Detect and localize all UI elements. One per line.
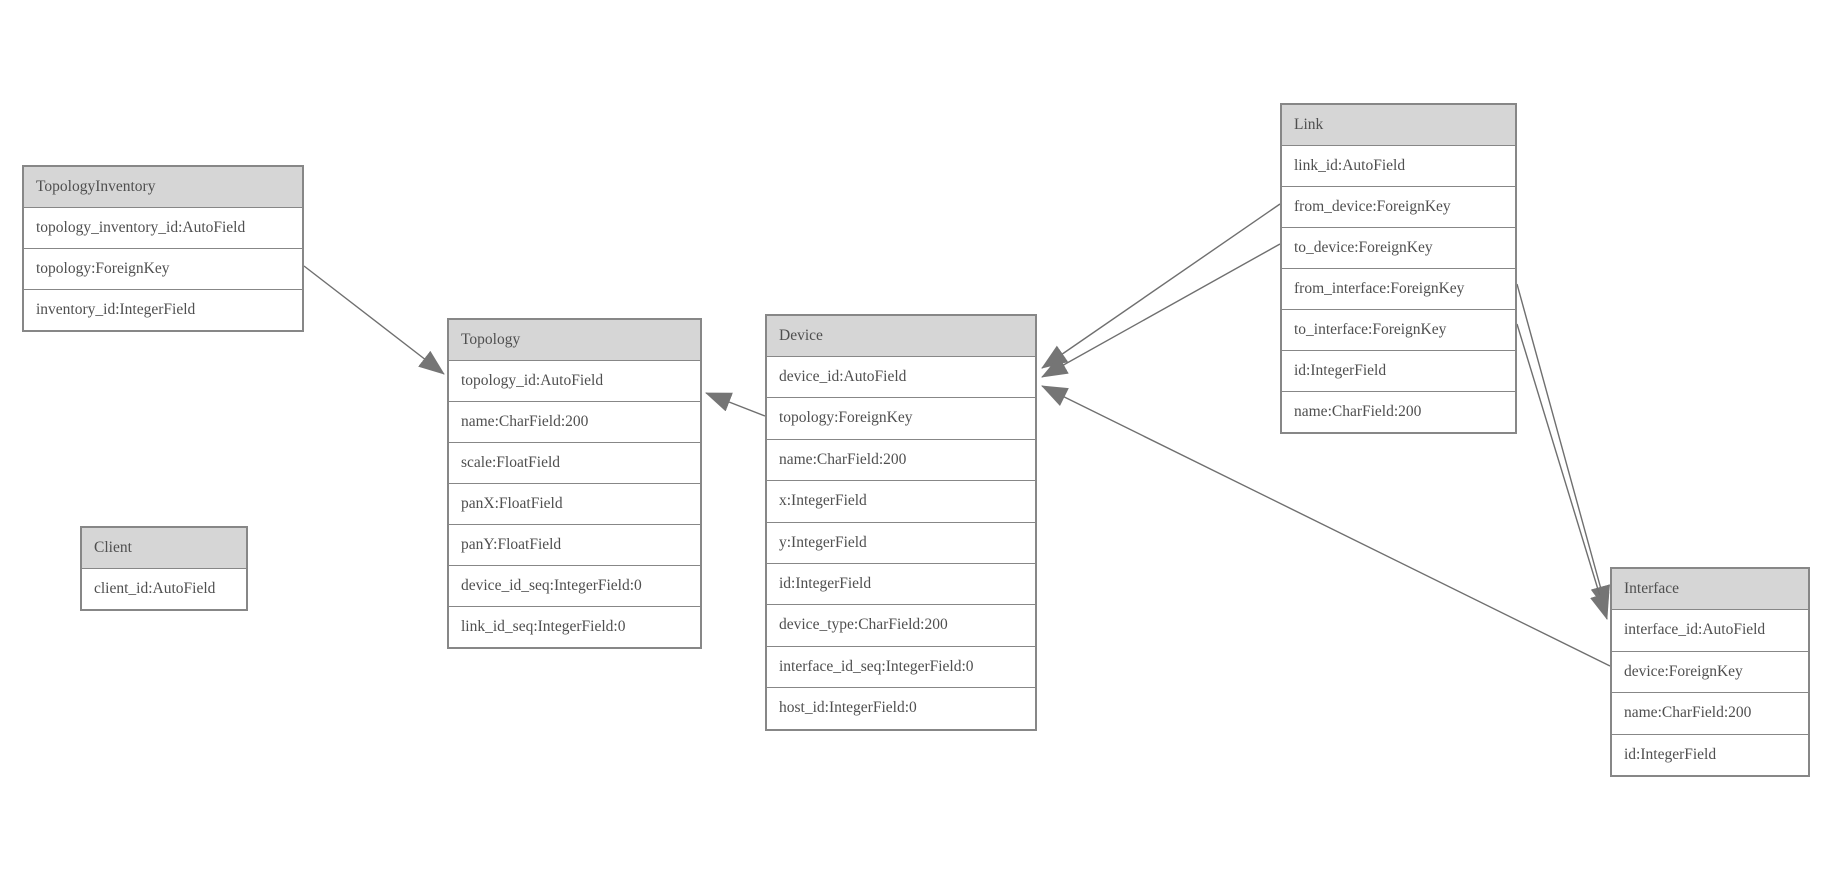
entity-interface-title: Interface [1612, 569, 1808, 609]
field-device-name: name:CharField:200 [767, 438, 1035, 481]
relation-link-fromdevice-device [1041, 203, 1281, 369]
entity-client-title: Client [82, 528, 246, 568]
field-device-topology: topology:ForeignKey [767, 397, 1035, 439]
field-topology-scale: scale:FloatField [449, 442, 700, 483]
field-device-y: y:IntegerField [767, 521, 1035, 563]
field-topology-inventory-id: topology_inventory_id:AutoField [24, 207, 302, 248]
field-topology-id: topology_id:AutoField [449, 360, 700, 401]
relation-interface-device [1041, 385, 1611, 667]
entity-link: Link link_id:AutoField from_device:Forei… [1280, 103, 1517, 434]
field-client-id: client_id:AutoField [82, 568, 246, 609]
entity-topology-inventory-title: TopologyInventory [24, 167, 302, 207]
entity-topology-title: Topology [449, 320, 700, 360]
field-device-id2: id:IntegerField [767, 562, 1035, 605]
relation-device-topology [705, 392, 766, 417]
entity-link-title: Link [1282, 105, 1515, 145]
field-device-interface-id-seq: interface_id_seq:IntegerField:0 [767, 645, 1035, 688]
field-device-x: x:IntegerField [767, 480, 1035, 522]
field-topology-pany: panY:FloatField [449, 524, 700, 565]
field-topology-name: name:CharField:200 [449, 401, 700, 442]
field-topology-device-id-seq: device_id_seq:IntegerField:0 [449, 565, 700, 606]
field-ti-inventory-id: inventory_id:IntegerField [24, 289, 302, 330]
entity-topology-inventory: TopologyInventory topology_inventory_id:… [22, 165, 304, 332]
field-link-from-device: from_device:ForeignKey [1282, 186, 1515, 227]
field-link-id: link_id:AutoField [1282, 145, 1515, 186]
relation-link-tointerface-interface [1516, 323, 1610, 620]
field-device-type: device_type:CharField:200 [767, 604, 1035, 646]
field-topology-panx: panX:FloatField [449, 483, 700, 524]
field-interface-id: interface_id:AutoField [1612, 609, 1808, 651]
field-link-to-device: to_device:ForeignKey [1282, 227, 1515, 268]
field-interface-device: device:ForeignKey [1612, 650, 1808, 692]
relation-topologyinventory-topology [303, 265, 445, 375]
relation-link-todevice-device [1041, 243, 1281, 378]
field-link-name: name:CharField:200 [1282, 391, 1515, 432]
field-link-id2: id:IntegerField [1282, 350, 1515, 391]
entity-client: Client client_id:AutoField [80, 526, 248, 611]
entity-device: Device device_id:AutoField topology:Fore… [765, 314, 1037, 731]
entity-device-title: Device [767, 316, 1035, 356]
field-topology-link-id-seq: link_id_seq:IntegerField:0 [449, 606, 700, 647]
field-link-from-interface: from_interface:ForeignKey [1282, 268, 1515, 309]
field-ti-topology: topology:ForeignKey [24, 248, 302, 289]
field-interface-id2: id:IntegerField [1612, 733, 1808, 775]
field-device-host-id: host_id:IntegerField:0 [767, 687, 1035, 729]
field-device-id: device_id:AutoField [767, 356, 1035, 398]
field-link-to-interface: to_interface:ForeignKey [1282, 309, 1515, 350]
relation-link-frominterface-interface [1516, 283, 1611, 612]
field-interface-name: name:CharField:200 [1612, 692, 1808, 734]
entity-topology: Topology topology_id:AutoField name:Char… [447, 318, 702, 649]
entity-interface: Interface interface_id:AutoField device:… [1610, 567, 1810, 777]
